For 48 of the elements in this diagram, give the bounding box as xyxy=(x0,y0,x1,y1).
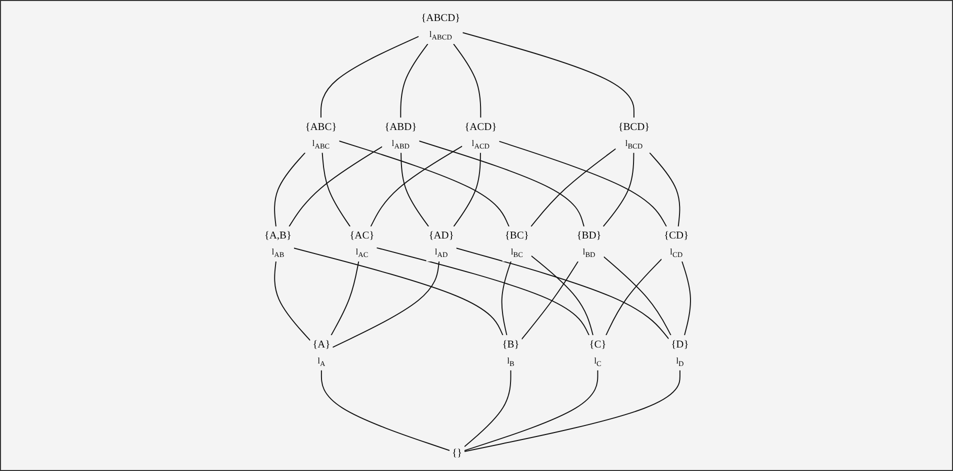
connector xyxy=(418,140,584,227)
connector xyxy=(288,146,383,227)
connector xyxy=(338,140,510,227)
connector xyxy=(332,261,440,348)
node-text: {C} l$_{C}$ xyxy=(589,338,606,368)
connector xyxy=(498,140,667,227)
node-text: {A} l$_{A}$ xyxy=(312,338,330,368)
node-text: {ABCD} l$_{ABCD}$ xyxy=(421,12,460,42)
connector xyxy=(530,255,594,336)
connector xyxy=(400,152,429,227)
connector xyxy=(274,152,306,227)
connector xyxy=(400,43,428,118)
node-text: {D} l$_{D}$ xyxy=(671,338,689,368)
connector xyxy=(464,370,598,452)
connector xyxy=(453,43,482,118)
connector xyxy=(603,256,672,336)
connector xyxy=(330,261,360,336)
connector xyxy=(682,261,691,336)
node-text: {BC} l$_{BC}$ xyxy=(504,230,529,259)
connector xyxy=(649,152,680,227)
connector xyxy=(530,148,616,227)
node-text: {AC} l$_{AC}$ xyxy=(350,230,374,259)
connector xyxy=(370,146,463,227)
node-text: {} xyxy=(452,447,462,459)
connector xyxy=(320,36,420,118)
connector xyxy=(453,152,481,227)
connector xyxy=(501,261,512,336)
node-text: {CD} l$_{CD}$ xyxy=(664,230,689,259)
connector xyxy=(322,152,350,227)
connector xyxy=(293,248,504,336)
connector xyxy=(464,370,680,452)
node-text: {ABD} l$_{ABD}$ xyxy=(384,120,417,150)
node-text: {A,B} l$_{AB}$ xyxy=(264,230,292,259)
connector xyxy=(606,258,662,336)
node-text: {BCD} l$_{BCD}$ xyxy=(618,120,650,150)
connector xyxy=(320,370,450,451)
connector xyxy=(464,370,512,448)
node-text: {ACD} l$_{ACD}$ xyxy=(464,120,497,150)
connector xyxy=(456,248,670,340)
node-text: {AD} l$_{AD}$ xyxy=(428,230,454,259)
node-text: {B} l$_{B}$ xyxy=(502,338,520,368)
node-text: {ABC} l$_{ABC}$ xyxy=(305,120,337,150)
connector xyxy=(521,261,578,340)
node-text: {BD} l$_{BD}$ xyxy=(576,230,602,259)
connector xyxy=(462,32,634,118)
connector xyxy=(602,152,634,227)
connector xyxy=(274,261,311,341)
connector xyxy=(376,247,590,336)
